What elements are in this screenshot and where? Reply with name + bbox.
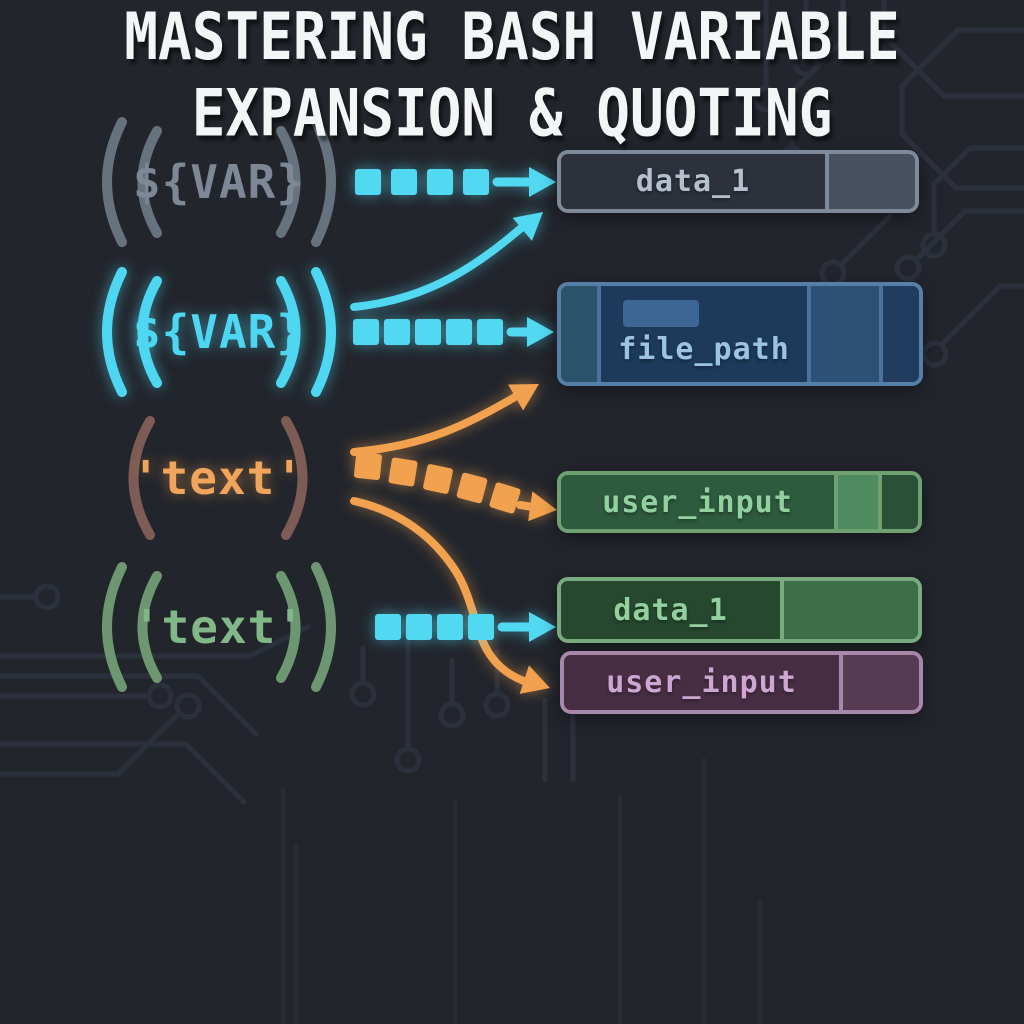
box-label: data_1 xyxy=(635,164,751,199)
poster-title: MASTERING BASH VARIABLE EXPANSION & QUOT… xyxy=(0,0,1024,153)
title-line2: EXPANSION & QUOTING xyxy=(191,76,833,152)
box-label: data_1 xyxy=(613,592,728,628)
box-segment-accent xyxy=(834,475,878,529)
token-row3-text: 'text' xyxy=(132,451,304,505)
title-line1: MASTERING BASH VARIABLE xyxy=(124,0,900,76)
target-box-userinput-green: user_input xyxy=(557,471,922,533)
token-row4-text: 'text' xyxy=(133,600,305,654)
target-box-userinput-purple: user_input xyxy=(560,651,923,714)
token-row2-var: ${VAR} xyxy=(133,305,305,359)
token-row1-var: ${VAR} xyxy=(133,155,305,209)
paren-group-row2 xyxy=(102,267,336,397)
box-label: file_path xyxy=(618,332,790,367)
target-box-data1-slate: data_1 xyxy=(557,150,919,213)
circuit-faint-lines xyxy=(281,758,762,1024)
curve-arrow-row2-to-data1 xyxy=(350,212,543,311)
box-segment: user_input xyxy=(564,655,839,710)
paren-group-row3 xyxy=(128,416,308,540)
box-inner-chip xyxy=(623,300,699,327)
dash-arrow-row2 xyxy=(353,317,554,347)
box-segment: data_1 xyxy=(561,581,780,639)
dash-arrow-row4 xyxy=(375,612,556,642)
box-segment-main: file_path xyxy=(597,286,807,382)
box-segment-accent xyxy=(780,581,918,639)
box-segment xyxy=(878,475,918,529)
box-segment xyxy=(879,286,919,382)
dash-arrow-row1 xyxy=(355,167,556,197)
box-segment-accent xyxy=(839,655,919,710)
box-segment-accent xyxy=(807,286,879,382)
box-label: user_input xyxy=(602,484,793,520)
box-segment xyxy=(561,286,597,382)
fanout-arrows-row3 xyxy=(350,384,557,694)
box-segment-accent xyxy=(825,154,915,209)
paren-group-row1 xyxy=(102,117,336,247)
box-label: user_input xyxy=(606,665,797,700)
target-box-filepath-blue: file_path xyxy=(557,282,923,386)
target-box-data1-green: data_1 xyxy=(557,577,922,643)
paren-group-row4 xyxy=(102,562,336,692)
box-segment: data_1 xyxy=(561,154,825,209)
box-segment: user_input xyxy=(561,475,834,529)
